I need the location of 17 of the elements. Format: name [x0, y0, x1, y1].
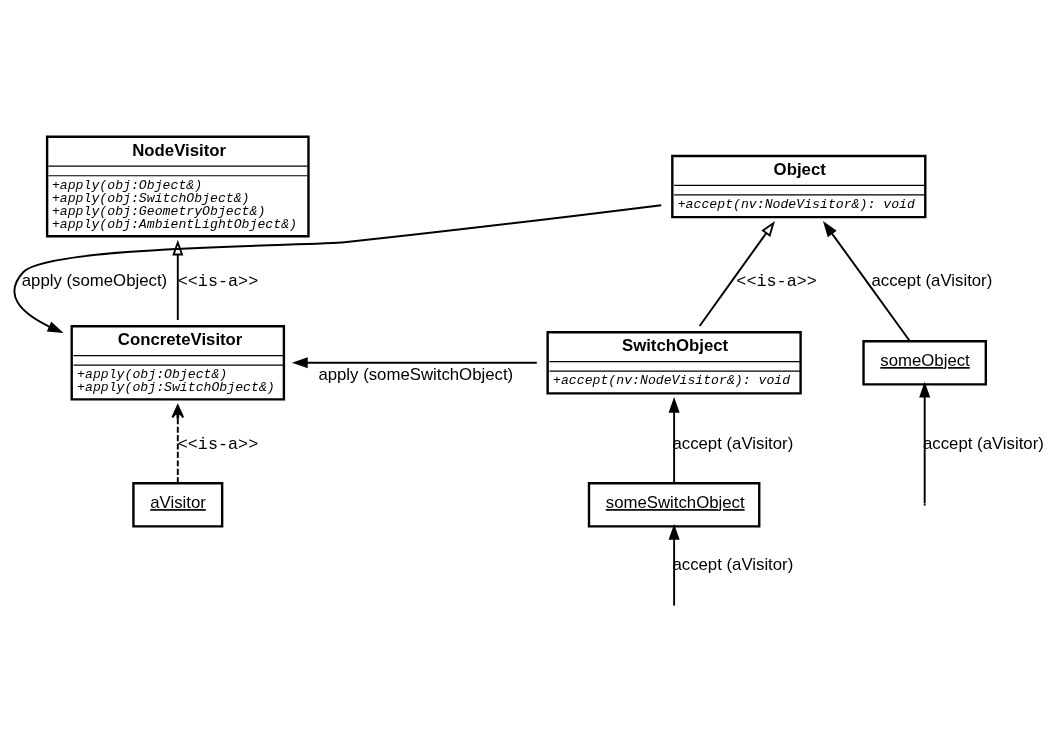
node-box: aVisitor [132, 481, 224, 528]
arrow [13, 203, 663, 333]
arrow [668, 396, 680, 484]
arrow [171, 404, 185, 484]
edge-label: accept (aVisitor) [871, 270, 993, 290]
edge-label: apply (someSwitchObject) [318, 364, 514, 384]
arrow [919, 381, 931, 504]
arrow [698, 220, 775, 327]
node-box: someSwitchObject [587, 481, 761, 528]
arrow [172, 239, 184, 321]
arrow [291, 356, 538, 368]
edge-label: apply (someObject) [21, 270, 168, 290]
edge-label: <<is-a>> [736, 271, 817, 291]
arrow [668, 523, 680, 605]
arrow [822, 220, 911, 342]
edge-label: <<is-a>> [177, 434, 259, 454]
node-box: someObject [862, 339, 988, 386]
